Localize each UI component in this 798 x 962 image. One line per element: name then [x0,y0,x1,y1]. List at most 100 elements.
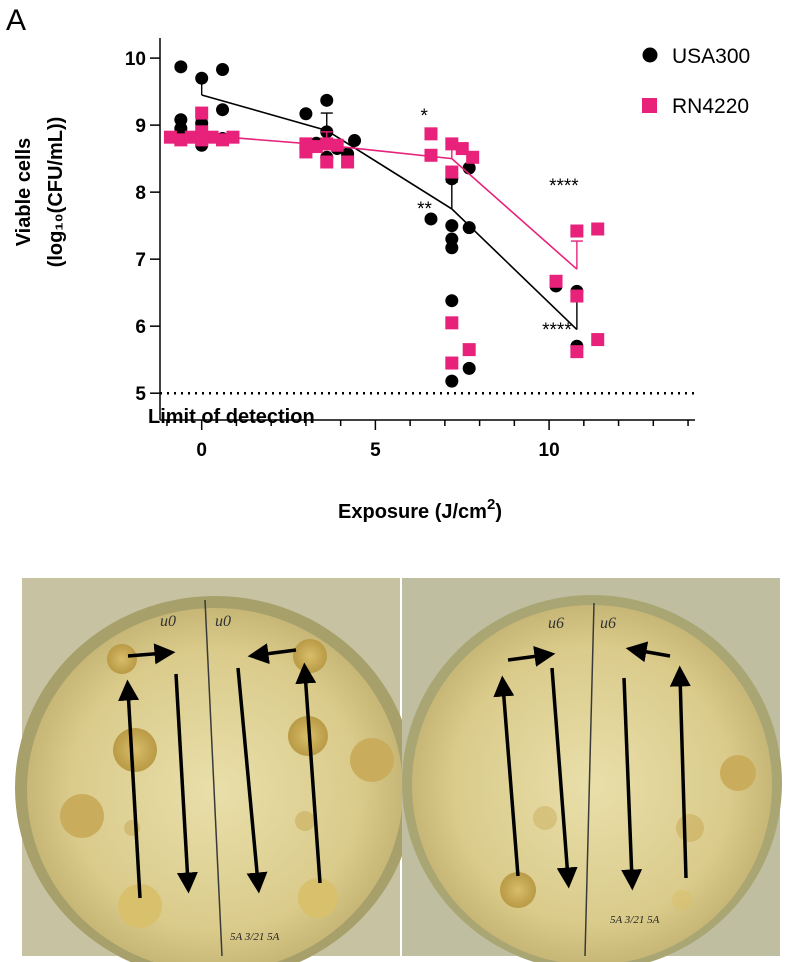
y-axis-label: Viable cells (log₁₀(CFU/mL)) [13,117,67,268]
series-mean-line [201,94,578,331]
data-point [591,333,605,347]
colony-spot [295,811,315,831]
data-point [348,134,362,148]
colony-spot [298,878,338,918]
colony-spot [720,755,756,791]
data-point [549,274,563,288]
data-point [174,60,188,74]
data-point [309,140,323,154]
limit-of-detection-label: Limit of detection [148,406,315,428]
data-point [424,127,438,141]
y-axis-label-line2: (log₁₀(CFU/mL)) [45,117,67,268]
x-tick-label: 5 [370,440,381,461]
colony-spot [676,814,704,842]
plate-divider-line-2 [584,602,595,957]
significance-annotation: * [421,106,429,127]
data-point [445,294,459,308]
data-point [195,106,209,120]
data-point [341,155,355,169]
data-point [174,133,188,147]
legend-marker-rn4220 [642,98,657,113]
data-point [299,145,313,159]
y-tick-label: 9 [135,116,146,137]
data-point [445,374,459,388]
plate-1-label-bottom: 5A 3/21 5A [230,931,280,943]
data-point [466,150,480,164]
data-point [320,93,334,107]
colony-spot [500,872,536,908]
significance-annotation: **** [549,176,579,197]
plate-divider-line-1 [204,599,223,957]
data-point [445,165,459,179]
annotation-arrows-2 [493,641,691,891]
data-point [570,289,584,303]
data-point [462,361,476,375]
plate-1-label-right: u0 [215,613,231,630]
data-point [455,142,469,156]
data-point [163,130,177,144]
colony-spot [118,884,162,928]
annotation-arrows-1 [118,643,322,899]
plate-2-label-left: u6 [548,615,564,632]
data-point [299,107,313,121]
data-point [445,137,459,151]
panel-label-a: A [6,4,26,37]
data-point [424,212,438,226]
data-point [570,224,584,238]
x-tick-label: 0 [196,440,207,461]
x-axis-label: Exposure (J/cm2) [338,496,502,523]
data-point [195,71,209,85]
legend-marker-usa300 [642,47,658,63]
colony-spot [107,644,137,674]
data-point [445,356,459,370]
data-point [216,133,230,147]
data-point [591,222,605,236]
plate-2-label-bottom: 5A 3/21 5A [610,914,660,926]
colony-spot [533,806,557,830]
data-point [445,219,459,233]
significance-annotation: **** [542,320,572,341]
y-tick-label: 5 [135,384,146,405]
data-point [445,316,459,330]
colony-spot [672,890,692,910]
colony-spot [350,738,394,782]
y-tick-label: 7 [135,250,146,271]
plate-photographs: B u0 u0 5A 3/21 5A [15,578,782,962]
series-usa300 [174,60,584,388]
legend: USA300 RN4220 [642,45,750,118]
y-tick-label: 6 [135,317,146,338]
series-rn4220 [163,106,605,370]
plate-photo-2: u6 u6 5A 3/21 5A [402,578,782,962]
data-point [216,62,230,76]
data-point [195,133,209,147]
data-point [216,103,230,117]
y-tick-label: 8 [135,183,146,204]
data-point [445,241,459,255]
y-tick-label: 10 [125,49,146,70]
significance-annotation: ** [417,199,432,220]
legend-label-usa300: USA300 [672,45,750,68]
plate-photo-1: u0 u0 5A 3/21 5A [15,578,415,962]
data-point [174,121,188,135]
y-axis-label-line1: Viable cells [13,138,35,247]
plate-2-label-right: u6 [600,615,616,632]
data-point [226,130,240,144]
data-point [570,345,584,359]
legend-label-rn4220: RN4220 [672,95,749,118]
data-point [205,130,219,144]
data-point [462,221,476,235]
plate-1-label-left: u0 [160,613,176,630]
colony-spot [113,728,157,772]
data-point [462,343,476,357]
colony-spot [60,794,104,838]
data-point [320,155,334,169]
colony-spot [293,639,327,673]
series-mean-line [201,134,578,270]
data-point [424,148,438,162]
x-tick-label: 10 [539,440,560,461]
data-point [184,130,198,144]
data-point [320,137,334,151]
data-point [330,138,344,152]
